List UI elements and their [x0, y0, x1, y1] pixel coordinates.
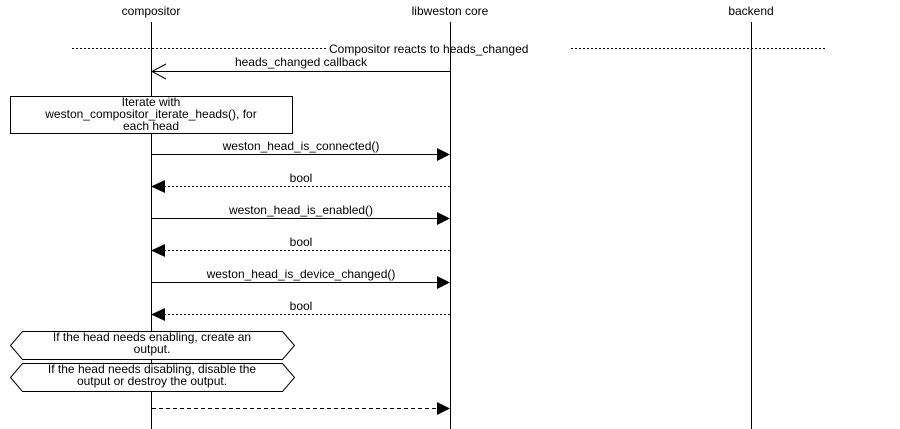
fragment-disable-head-line-2: output or destroy the output. — [77, 374, 227, 388]
phase-divider: Compositor reacts to heads_changed — [72, 42, 827, 56]
arrowhead-filled-icon — [437, 212, 450, 225]
lifeline-backend: backend — [728, 4, 774, 429]
fragment-disable-head: If the head needs disabling, disable the… — [9, 362, 296, 392]
arrowhead-filled-icon — [151, 180, 165, 193]
message-unlabeled-dashed — [152, 402, 450, 415]
message-weston-head-is-enabled: weston_head_is_enabled() — [152, 203, 450, 225]
message-heads-changed-callback: heads_changed callback — [150, 55, 450, 80]
note-iterate-heads-box — [10, 96, 293, 134]
message-bool-device-changed: bool — [151, 299, 450, 321]
note-iterate-heads-line-3: each head — [123, 119, 179, 133]
fragment-enable-head: If the head needs enabling, create an ou… — [9, 330, 296, 360]
message-weston-head-is-device-changed: weston_head_is_device_changed() — [152, 267, 450, 289]
lifeline-label-compositor: compositor — [122, 4, 181, 18]
note-iterate-heads-line-2: weston_compositor_iterate_heads(), for — [44, 107, 256, 121]
lifeline-libweston-core: libweston core — [412, 4, 489, 429]
message-bool-enabled: bool — [151, 235, 450, 257]
arrowhead-filled-icon — [437, 276, 450, 289]
message-label-weston-head-is-enabled: weston_head_is_enabled() — [228, 203, 373, 217]
lifeline-compositor: compositor — [122, 4, 181, 429]
message-bool-connected: bool — [151, 171, 450, 193]
fragment-disable-head-shape — [9, 363, 296, 392]
arrowhead-filled-icon — [151, 244, 165, 257]
arrowhead-filled-icon — [437, 402, 450, 415]
fragment-enable-head-line-1: If the head needs enabling, create an — [53, 330, 251, 344]
message-label-bool-device-changed: bool — [290, 299, 313, 313]
note-iterate-heads-line-1: Iterate with — [122, 95, 181, 109]
message-label-weston-head-is-device-changed: weston_head_is_device_changed() — [206, 267, 396, 281]
arrowhead-filled-icon — [151, 308, 165, 321]
lifeline-label-backend: backend — [728, 4, 773, 18]
message-label-heads-changed-callback: heads_changed callback — [235, 55, 368, 69]
message-label-weston-head-is-connected: weston_head_is_connected() — [222, 139, 380, 153]
message-label-bool-enabled: bool — [290, 235, 313, 249]
fragment-disable-head-line-1: If the head needs disabling, disable the — [48, 362, 256, 376]
arrowhead-filled-icon — [437, 148, 450, 161]
note-iterate-heads: Iterate with weston_compositor_iterate_h… — [10, 95, 293, 134]
message-label-bool-connected: bool — [290, 171, 313, 185]
lifeline-label-libweston-core: libweston core — [412, 4, 489, 18]
fragment-enable-head-line-2: output. — [134, 342, 171, 356]
arrowhead-open-icon — [150, 63, 167, 80]
message-weston-head-is-connected: weston_head_is_connected() — [152, 139, 450, 161]
fragment-enable-head-shape — [9, 331, 296, 360]
divider-label: Compositor reacts to heads_changed — [329, 42, 528, 56]
